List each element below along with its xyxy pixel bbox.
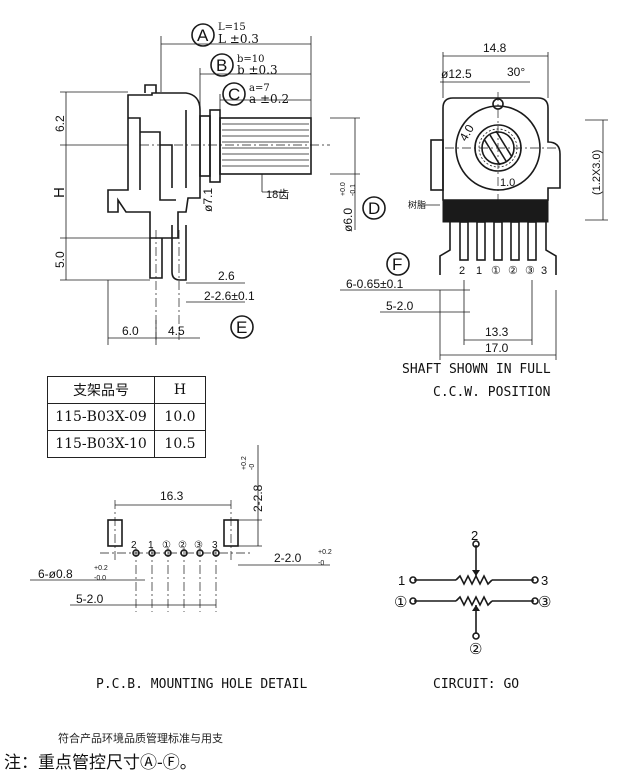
pin-label-1: 2 [459,265,465,277]
table-header-part: 支架品号 [47,376,155,404]
dim-18-teeth: 18齿 [266,188,289,201]
dim-1-2x3-0: (1.2X3.0) [591,150,603,195]
pin-label-2: 1 [476,265,482,277]
pcb-dim-2-2-0-lower: -0 [318,560,324,567]
pcb-dim-2-2-0-upper: +0.2 [318,549,332,556]
pin-label-5: ③ [525,265,535,277]
circuit-terminal-3b: ③ [538,594,551,611]
callout-c: C [228,85,240,104]
dim-a-nominal: a=7 [249,83,270,94]
dim-6-0-bottom: 6.0 [122,324,139,338]
dim-5-0: 5.0 [53,251,67,268]
circuit-labels: 2 1 3 ① ③ ② CIRCUIT: GO [394,528,551,692]
dim-dia-7-1: ø7.1 [201,188,215,212]
pcb-dim-2-2-8-lower: -0 [249,464,256,470]
pcb-pin-label-4: ② [178,540,187,551]
callout-f: F [392,255,402,274]
pcb-pin-label-2: 1 [148,540,154,551]
pcb-pin-label-1: 2 [131,540,137,551]
pcb-pin-label-5: ③ [194,540,203,551]
pcb-pin-label-3: ① [162,540,171,551]
callout-b: B [216,56,227,75]
dim-dia-6-0-upper: +0.0 [340,182,347,196]
dim-13-3: 13.3 [485,325,509,339]
pcb-dim-6-dia-0-8-lower: -0.0 [94,575,106,582]
dim-5-2-0: 5-2.0 [386,299,414,313]
table-header-row: 支架品号 H [47,376,206,404]
table-cell-h: 10.5 [154,430,206,458]
pcb-pin-label-6: 3 [212,540,218,551]
dim-b-tolerance: b ±0.3 [237,63,278,77]
circuit-terminal-2b: ② [469,641,482,658]
shaft-note-line2: C.C.W. POSITION [433,385,550,400]
key-dimension-note: 注：重点管控尺寸Ⓐ-Ⓕ。 [4,753,197,773]
circuit-terminal-3: 3 [541,573,548,588]
callout-e: E [236,318,247,337]
pcb-detail-title: P.C.B. MOUNTING HOLE DETAIL [96,677,307,692]
pcb-dim-2-2-0: 2-2.0 [274,551,302,565]
table-row: 115-B03X-09 10.0 [47,403,206,431]
table-cell-part: 115-B03X-09 [47,403,155,431]
table-row: 115-B03X-10 10.5 [47,430,206,458]
pin-label-4: ② [508,265,518,277]
pcb-dim-6-dia-0-8-upper: +0.2 [94,565,108,572]
dim-6-2: 6.2 [53,115,67,132]
front-view-labels: 14.8 ø12.5 30° 4.0 1.0 (1.2X3.0) 树脂 F 6-… [346,41,603,400]
pcb-dim-2-2-8-upper: +0.2 [241,456,248,470]
dim-b-nominal: b=10 [237,54,265,65]
dim-dia-6-0: ø6.0 [341,208,355,232]
dim-2-2-6: 2-2.6±0.1 [204,289,255,303]
table-cell-part: 115-B03X-10 [47,430,155,458]
dim-1-0: 1.0 [500,177,515,189]
pcb-dim-2-2-8: 2-2.8 [251,484,265,512]
callout-a: A [197,26,209,45]
dim-30-deg: 30° [507,65,525,79]
front-view [340,52,608,360]
pin-label-6: 3 [541,265,547,277]
side-view [60,23,386,345]
pcb-dim-16-3: 16.3 [160,489,184,503]
side-view-labels: A B C D E L=15 L ±0.3 b=10 b ±0.3 a=7 a … [51,22,380,338]
pin-label-3: ① [491,265,501,277]
dim-l-tolerance: L ±0.3 [218,32,259,46]
dim-4-0: 4.0 [456,122,477,144]
circuit-terminal-2: 2 [471,528,478,543]
compliance-note: 符合产品环境品质管理标准与用支 [58,732,223,745]
pcb-detail-labels: 16.3 2-2.8 +0.2 -0 2-2.0 +0.2 -0 6-ø0.8 … [38,456,332,692]
dim-2-6: 2.6 [218,269,235,283]
dim-14-8: 14.8 [483,41,507,55]
circuit-terminal-1b: ① [394,594,407,611]
table-header-h: H [154,376,206,404]
pcb-dim-5-2-0: 5-2.0 [76,592,104,606]
pcb-dim-6-dia-0-8: 6-ø0.8 [38,567,73,581]
circuit-terminal-1: 1 [398,573,405,588]
dim-l-nominal: L=15 [218,22,246,33]
circuit-diagram [409,540,539,640]
dim-17-0: 17.0 [485,341,509,355]
circuit-title: CIRCUIT: GO [433,677,519,692]
dim-h: H [51,187,68,198]
callout-d: D [368,199,380,218]
dim-a-tolerance: a ±0.2 [249,92,289,106]
dim-4-5: 4.5 [168,324,185,338]
dim-6-0-65: 6-0.65±0.1 [346,277,404,291]
dim-dia-12-5: ø12.5 [441,67,472,81]
table-cell-h: 10.0 [154,403,206,431]
shaft-note-line1: SHAFT SHOWN IN FULL [402,362,551,377]
resin-label: 树脂 [408,199,426,210]
dim-dia-6-0-lower: -0.1 [350,184,357,196]
bracket-spec-table: 支架品号 H 115-B03X-09 10.0 115-B03X-10 10.5 [47,376,206,458]
pcb-detail [30,445,330,612]
